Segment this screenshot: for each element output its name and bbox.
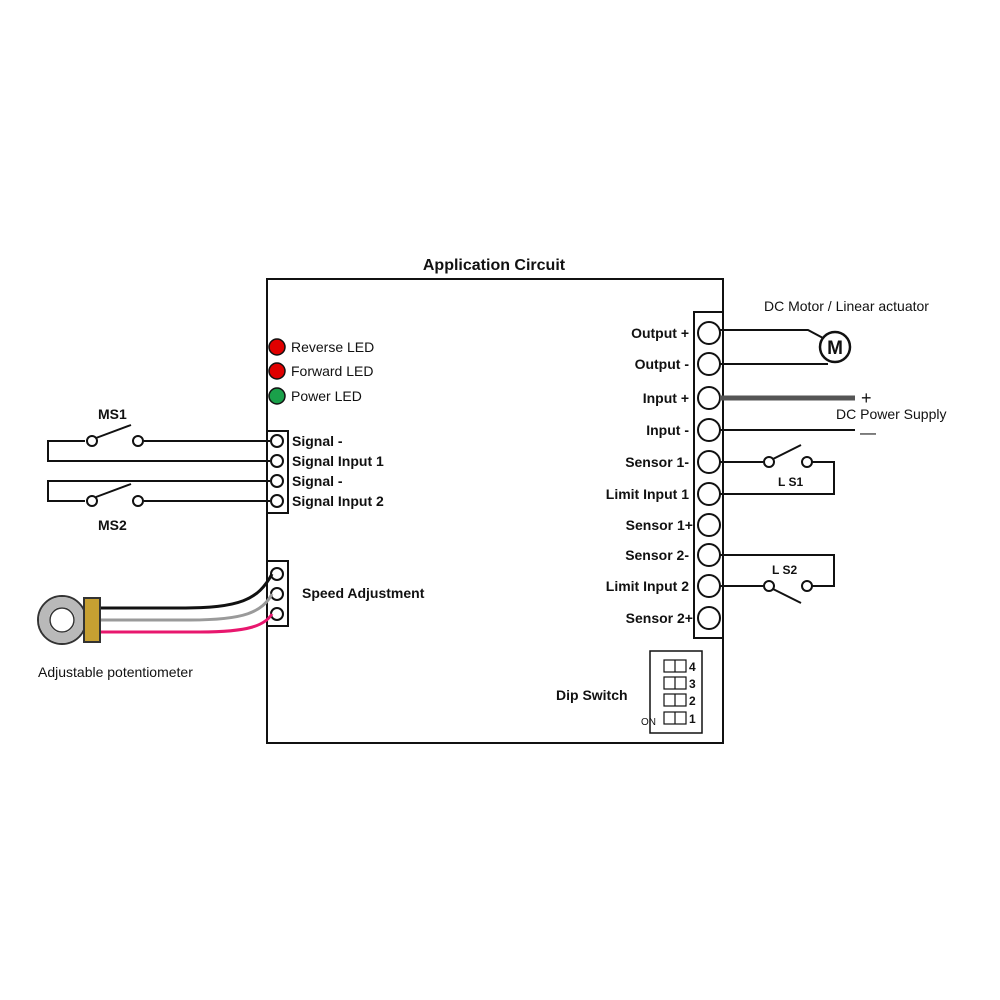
dc-motor-circuit: DC Motor / Linear actuator M <box>720 298 929 365</box>
input-plus-label: Input + <box>643 390 689 406</box>
sensor-1-minus-terminal <box>697 450 721 474</box>
ms1-label: MS1 <box>98 406 127 422</box>
potentiometer-ring <box>39 597 85 643</box>
power-led <box>268 387 286 405</box>
diagram-title: Application Circuit <box>423 257 566 274</box>
ls2-contact-right <box>801 580 813 592</box>
ms1-contact-right <box>132 435 144 447</box>
signal-input-2-terminal <box>270 494 284 508</box>
potentiometer-assembly: Adjustable potentiometer <box>37 573 274 680</box>
power-led-label: Power LED <box>291 388 362 404</box>
dip-on-label: ON <box>641 717 656 728</box>
output-plus-terminal <box>697 321 721 345</box>
power-supply-label: DC Power Supply <box>836 406 947 422</box>
right-terminal-block: Output + Output - Input + Input - Sensor… <box>606 311 724 639</box>
power-minus-sign: — <box>860 425 876 442</box>
signal-terminal-strip <box>266 430 289 514</box>
dip-switch-label: Dip Switch <box>556 687 628 703</box>
signal-minus-1-terminal <box>270 434 284 448</box>
speed-terminal-2 <box>270 587 284 601</box>
dc-power-supply: + — DC Power Supply <box>720 388 947 442</box>
reverse-led-label: Reverse LED <box>291 339 374 355</box>
dip-number-3: 3 <box>689 677 696 691</box>
pot-wire-gray <box>100 593 274 622</box>
speed-terminal-1 <box>270 567 284 581</box>
signal-input-2-label: Signal Input 2 <box>292 493 384 509</box>
ls2-switch-circuit: L S2 <box>720 554 835 604</box>
speed-terminal-3 <box>270 607 284 621</box>
dip-number-1: 1 <box>689 712 696 726</box>
forward-led-label: Forward LED <box>291 363 373 379</box>
motor-symbol <box>818 330 852 364</box>
speed-adjustment-label: Speed Adjustment <box>302 585 425 601</box>
dip-number-2: 2 <box>689 694 696 708</box>
input-plus-terminal <box>697 386 721 410</box>
dip-switch: Dip Switch 4 3 2 1 ON <box>556 650 703 734</box>
ls1-label: L S1 <box>778 475 803 489</box>
sensor-2-plus-label: Sensor 2+ <box>626 610 693 626</box>
reverse-led <box>268 338 286 356</box>
motor-wire-plus <box>720 329 824 339</box>
limit-input-1-terminal <box>697 482 721 506</box>
sensor-1-plus-terminal <box>697 513 721 537</box>
output-plus-label: Output + <box>631 325 689 341</box>
sensor-1-plus-label: Sensor 1+ <box>626 517 693 533</box>
ms1-contact-left <box>86 435 98 447</box>
ms2-contact-left <box>86 495 98 507</box>
output-minus-terminal <box>697 352 721 376</box>
pot-wire-black <box>100 573 274 610</box>
ls1-switch-circuit: L S1 <box>720 444 835 495</box>
limit-input-2-label: Limit Input 2 <box>606 578 689 594</box>
ls2-label: L S2 <box>772 563 797 577</box>
ms2-contact-right <box>132 495 144 507</box>
ls2-wire-loop <box>720 554 835 587</box>
ms1-switch-circuit: MS1 <box>47 406 270 462</box>
ls1-wire-loop <box>720 461 835 495</box>
limit-input-1-label: Limit Input 1 <box>606 486 689 502</box>
ls2-switch-arm <box>772 588 802 604</box>
signal-minus-2-terminal <box>270 474 284 488</box>
ls1-contact-right <box>801 456 813 468</box>
ls1-switch-arm <box>772 444 802 460</box>
limit-input-2-terminal <box>697 574 721 598</box>
dip-number-4: 4 <box>689 660 696 674</box>
controller-board <box>266 278 724 744</box>
ms2-switch-arm <box>95 483 132 498</box>
ls2-contact-left <box>763 580 775 592</box>
signal-input-1-terminal <box>270 454 284 468</box>
signal-minus-2-label: Signal - <box>292 473 343 489</box>
ms1-switch-arm <box>95 424 132 439</box>
signal-terminal-block: Signal - Signal Input 1 Signal - Signal … <box>266 430 384 514</box>
signal-minus-1-label: Signal - <box>292 433 343 449</box>
pot-wire-pink <box>100 613 274 634</box>
forward-led <box>268 362 286 380</box>
motor-label: DC Motor / Linear actuator <box>764 298 929 314</box>
sensor-1-minus-label: Sensor 1- <box>625 454 689 470</box>
potentiometer-center <box>49 607 75 633</box>
motor-symbol-letter: M <box>827 338 843 359</box>
output-minus-label: Output - <box>635 356 690 372</box>
power-plus-sign: + <box>861 388 872 408</box>
potentiometer-body <box>83 597 101 643</box>
led-group: Reverse LED Forward LED Power LED <box>268 338 374 405</box>
ms2-switch-circuit: MS2 <box>47 480 270 533</box>
potentiometer-label: Adjustable potentiometer <box>38 664 193 680</box>
ms2-label: MS2 <box>98 517 127 533</box>
input-minus-terminal <box>697 418 721 442</box>
sensor-2-minus-label: Sensor 2- <box>625 547 689 563</box>
ms1-wire-loop <box>47 440 270 462</box>
input-minus-label: Input - <box>646 422 689 438</box>
signal-input-1-label: Signal Input 1 <box>292 453 384 469</box>
sensor-2-plus-terminal <box>697 606 721 630</box>
ls1-contact-left <box>763 456 775 468</box>
sensor-2-minus-terminal <box>697 543 721 567</box>
ms2-wire-loop <box>47 480 270 502</box>
